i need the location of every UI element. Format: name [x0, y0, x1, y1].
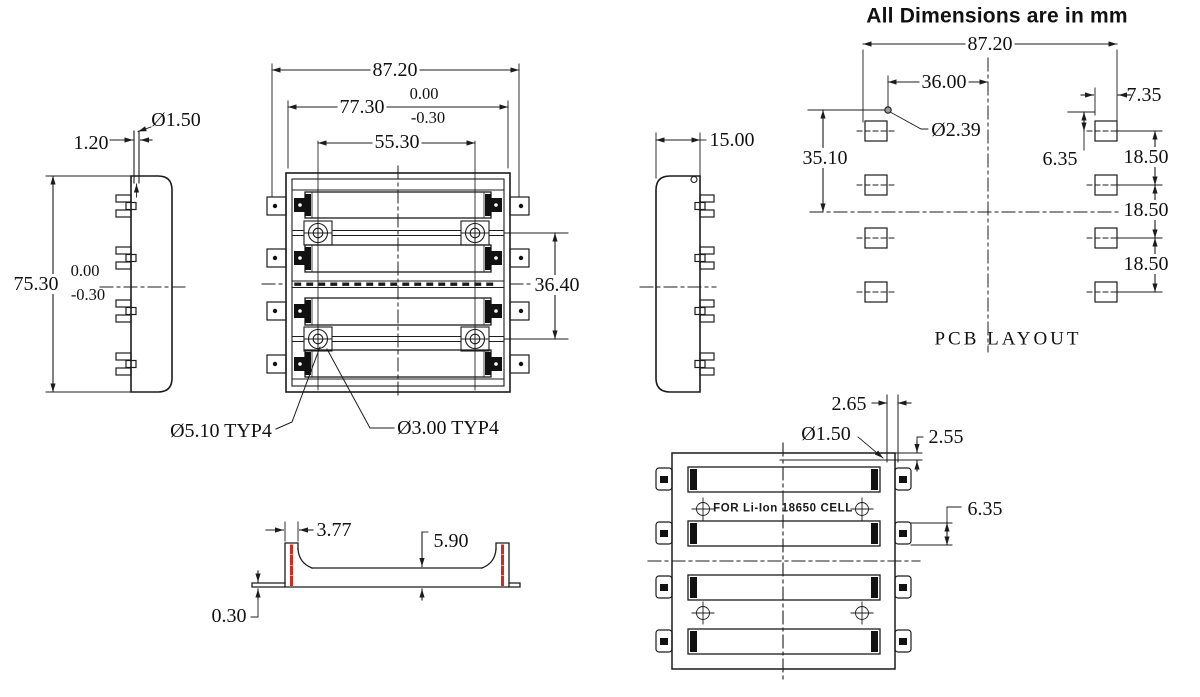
dim-floor-section: 0.30	[211, 605, 247, 627]
dim-overall-width-pcb: 87.20	[965, 33, 1015, 55]
dim-pad-edge-pcb: 6.35	[1042, 148, 1078, 170]
dim-body-width-tol-upper: 0.00	[407, 83, 441, 103]
dim-tab-width-bottom: 6.35	[967, 498, 1003, 520]
dim-pad-pitch-2: 18.50	[1121, 199, 1171, 221]
dim-pin-dia-left: Ø1.50	[151, 109, 201, 131]
dim-overall-width-top: 87.20	[370, 59, 420, 81]
label-hole-dia-pcb: Ø2.39	[931, 119, 981, 141]
crosshair-target-icon	[691, 497, 874, 625]
units-note: All Dimensions are in mm	[866, 4, 1128, 28]
dim-body-width-top: 77.30	[337, 96, 387, 118]
dim-slot-width: 55.30	[372, 131, 422, 153]
dim-pin-offset-bottom: 2.65	[831, 393, 867, 415]
label-hole-dia: Ø3.00 TYP4	[397, 417, 499, 439]
section-detail-view	[250, 521, 521, 618]
dim-pin-offset-left: 1.20	[73, 132, 109, 154]
right-profile-view	[639, 132, 717, 393]
label-pin-dia-bottom: Ø1.50	[801, 423, 851, 445]
dim-body-width-tol-lower: -0.30	[408, 107, 448, 127]
dim-pin-height-bottom: 2.55	[928, 426, 964, 448]
dim-pad-offset: 7.35	[1126, 84, 1162, 106]
pcb-layout-view	[807, 41, 1169, 353]
label-boss-dia: Ø5.10 TYP4	[170, 420, 272, 442]
dim-body-height-tol-lower: -0.30	[70, 284, 106, 304]
dim-body-height: 75.30	[11, 273, 61, 295]
dim-wall-section: 3.77	[316, 519, 352, 541]
bottom-view	[647, 394, 962, 681]
left-profile-view	[45, 126, 187, 393]
dim-depth-section: 5.90	[433, 530, 469, 552]
cell-type-note: FOR Li-Ion 18650 CELL	[713, 502, 853, 515]
dim-pad-pitch-1: 18.50	[1121, 146, 1171, 168]
pcb-layout-caption: PCB LAYOUT	[934, 328, 1082, 350]
top-view	[261, 63, 569, 430]
dim-hole-offset-x: 36.00	[919, 71, 969, 93]
dim-pad-pitch-3: 18.50	[1121, 253, 1171, 275]
dim-hole-spacing: 36.40	[532, 274, 582, 296]
dim-depth-right: 15.00	[709, 129, 755, 151]
dim-body-height-tol-upper: 0.00	[70, 260, 100, 280]
dim-hole-offset-y: 35.10	[800, 147, 850, 169]
